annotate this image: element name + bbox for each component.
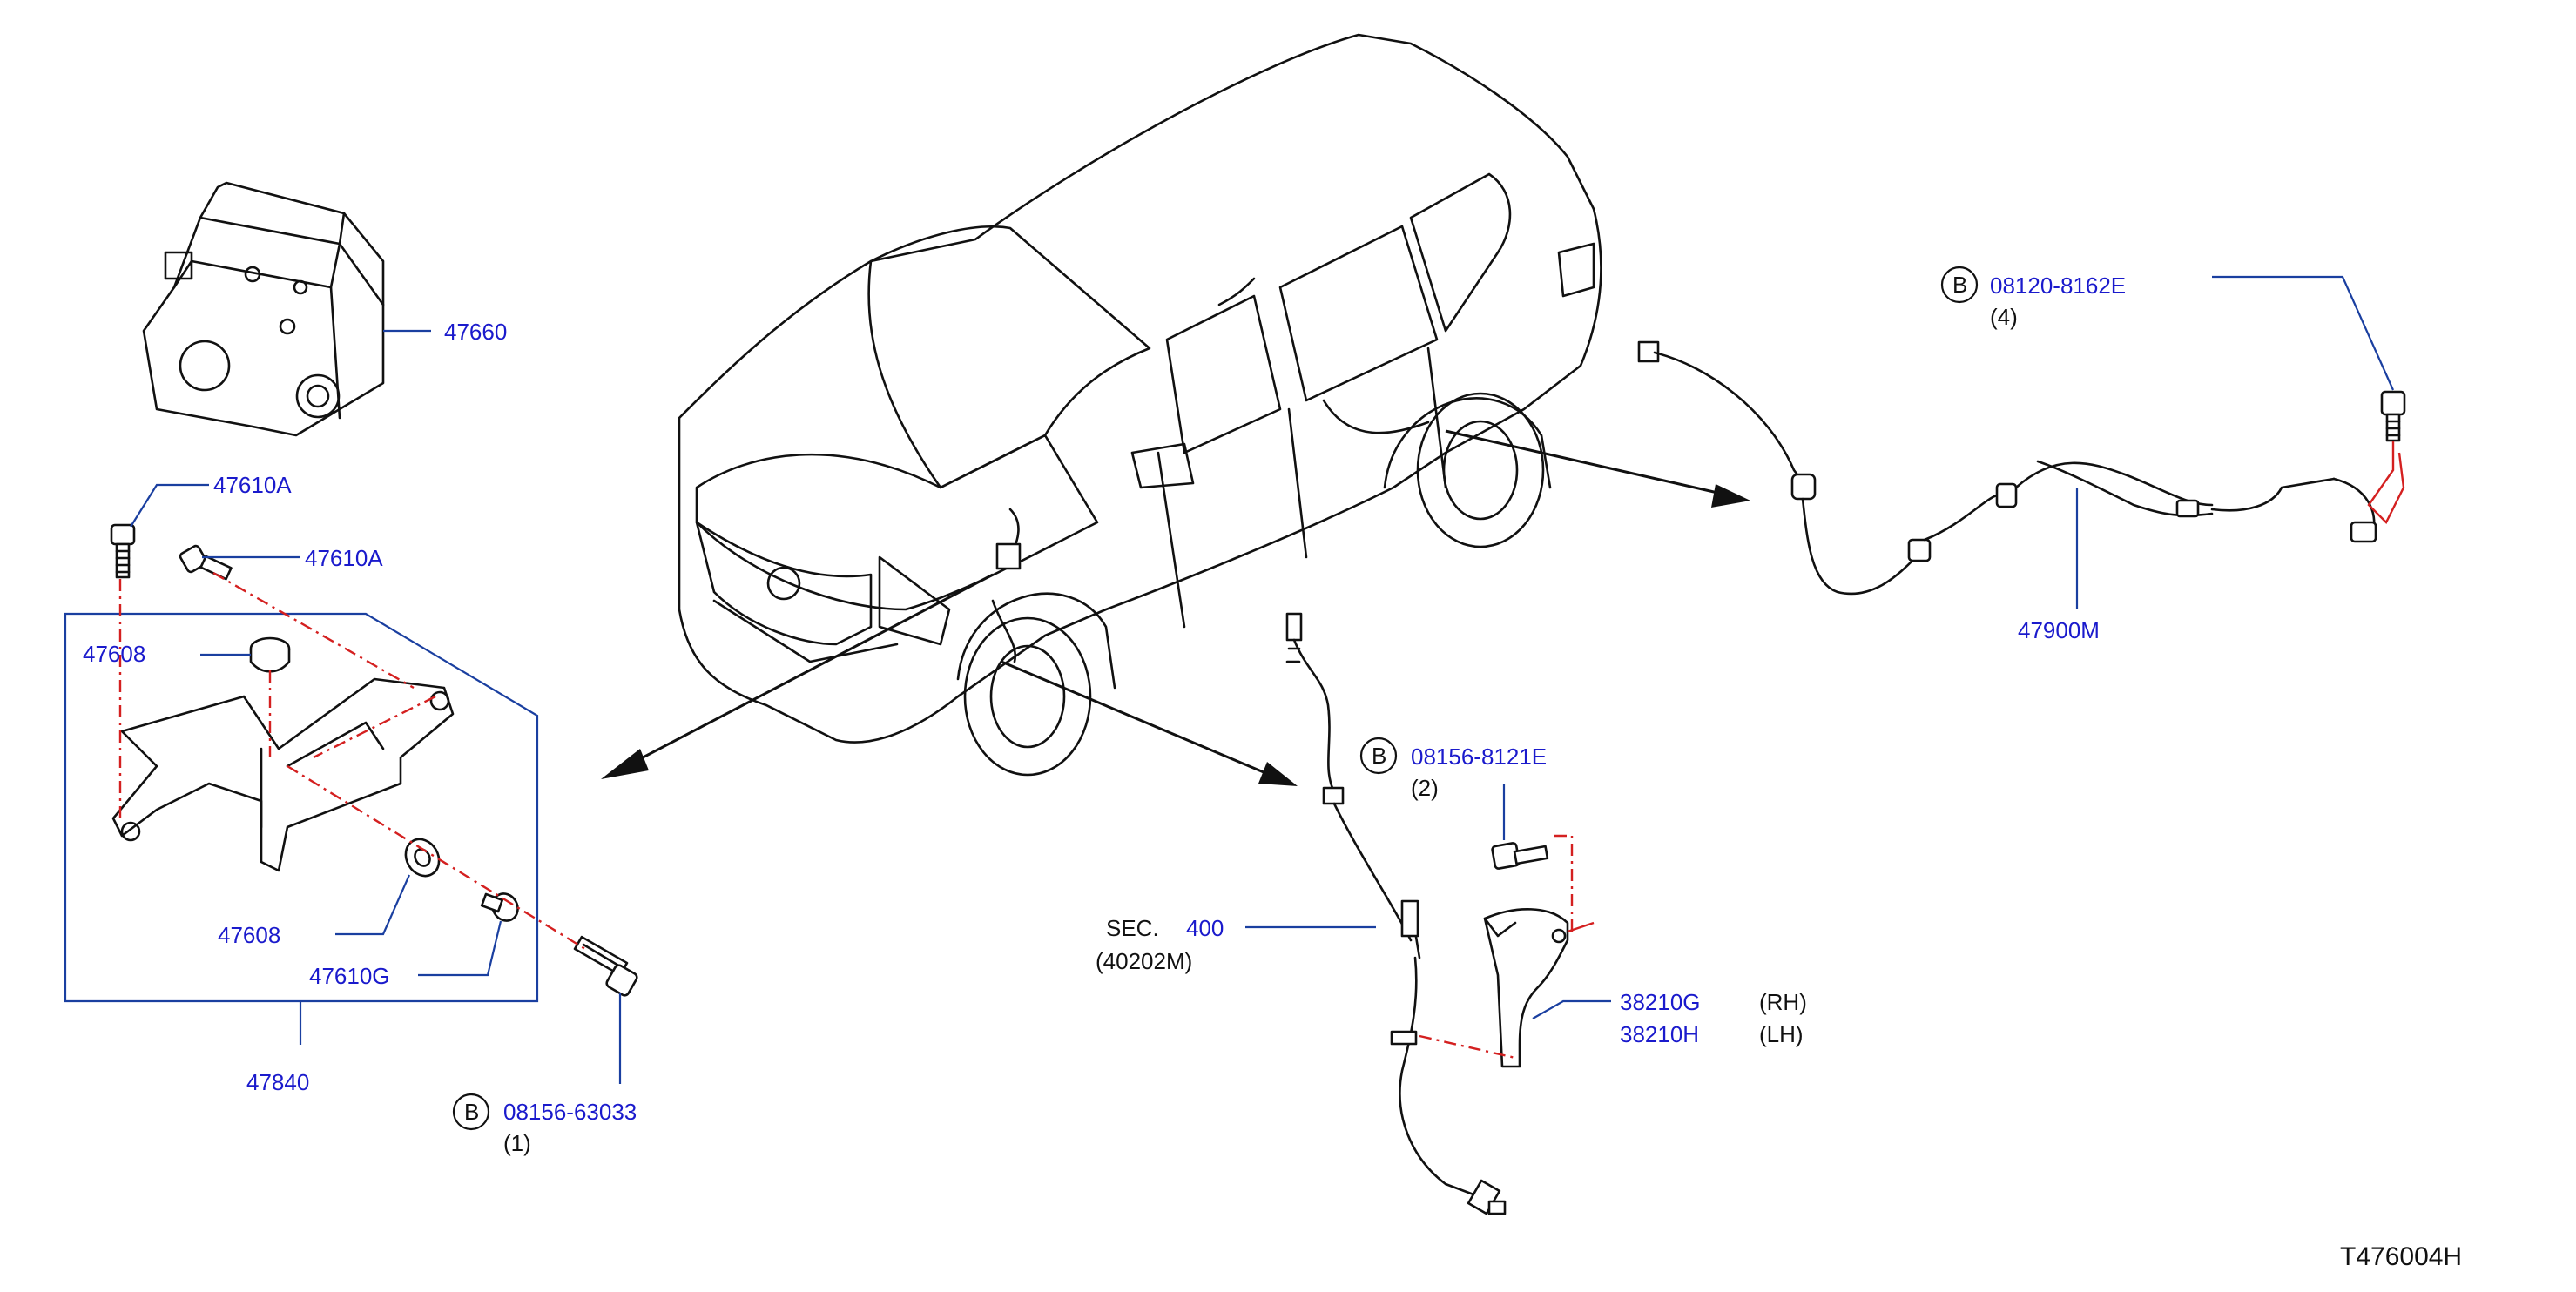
label-08120-8162e: 08120-8162E [1990,273,2126,299]
label-47840: 47840 [246,1069,309,1095]
b-symbol-lower [452,1093,490,1131]
label-08156-63033: 08156-63033 [503,1099,637,1125]
label-47610g: 47610G [309,963,390,989]
diagram-id: T476004H [2340,1242,2462,1271]
centerline-f [1554,834,1574,936]
centerline-b [212,571,415,690]
label-47660: 47660 [444,319,507,345]
leader-front-bracket [1532,999,1611,1019]
labels: 47660 47610A 47610A 47608 47608 47610G 4… [83,272,2462,1271]
collar-47610g [480,892,519,922]
b-letter-front: B [1372,743,1386,769]
centerline-e [313,695,436,759]
bolt-08120-8162e [2380,390,2406,442]
bolt-47610a-upper [110,523,136,579]
label-sec: SEC. [1106,915,1159,941]
leader-bolt-upper [130,483,209,528]
label-08156-8121e: 08156-8121E [1411,744,1547,770]
front-sensor-bracket [1483,908,1569,1068]
label-47608-lower: 47608 [218,922,280,948]
label-sec-ref: (40202M) [1096,948,1192,974]
label-qty-2: (2) [1411,775,1439,801]
bolt-08156-63033 [573,935,638,997]
centerline-rear [2367,441,2405,525]
rear-wheel-sensor [1637,340,2377,596]
label-38210h: 38210H [1620,1021,1699,1047]
centerline-g [1419,1034,1516,1060]
centerline-d [287,764,586,951]
label-qty-1: (1) [503,1130,531,1156]
centerline-h [1567,921,1595,933]
label-rh: (RH) [1759,989,1807,1015]
label-sec-number: 400 [1186,915,1224,941]
leader-bolt-rear-b [2212,275,2395,391]
leader-collar [418,920,502,977]
label-38210g: 38210G [1620,989,1701,1015]
abs-actuator-unit [142,181,385,437]
leader-grommet-lower [335,874,411,936]
label-lh: (LH) [1759,1021,1804,1047]
front-wheel-sensor [1285,612,1507,1215]
label-47610a-upper: 47610A [213,472,292,498]
vehicle-illustration [601,33,1750,786]
grommet-upper [249,636,291,673]
grommet-lower [404,838,441,878]
bolt-47610a-lower [179,544,233,581]
label-qty-4: (4) [1990,304,2018,330]
b-symbol-front [1359,737,1398,775]
label-47610a-lower: 47610A [305,545,383,571]
b-letter-rear: B [1952,272,1967,298]
b-letter-lower: B [464,1099,479,1125]
bracket-assembly-box [64,612,539,1045]
b-symbol-rear [1940,266,1979,304]
label-47608-upper: 47608 [83,641,145,667]
bolt-08156-8121e [1491,842,1549,870]
label-47900m: 47900M [2018,617,2100,643]
